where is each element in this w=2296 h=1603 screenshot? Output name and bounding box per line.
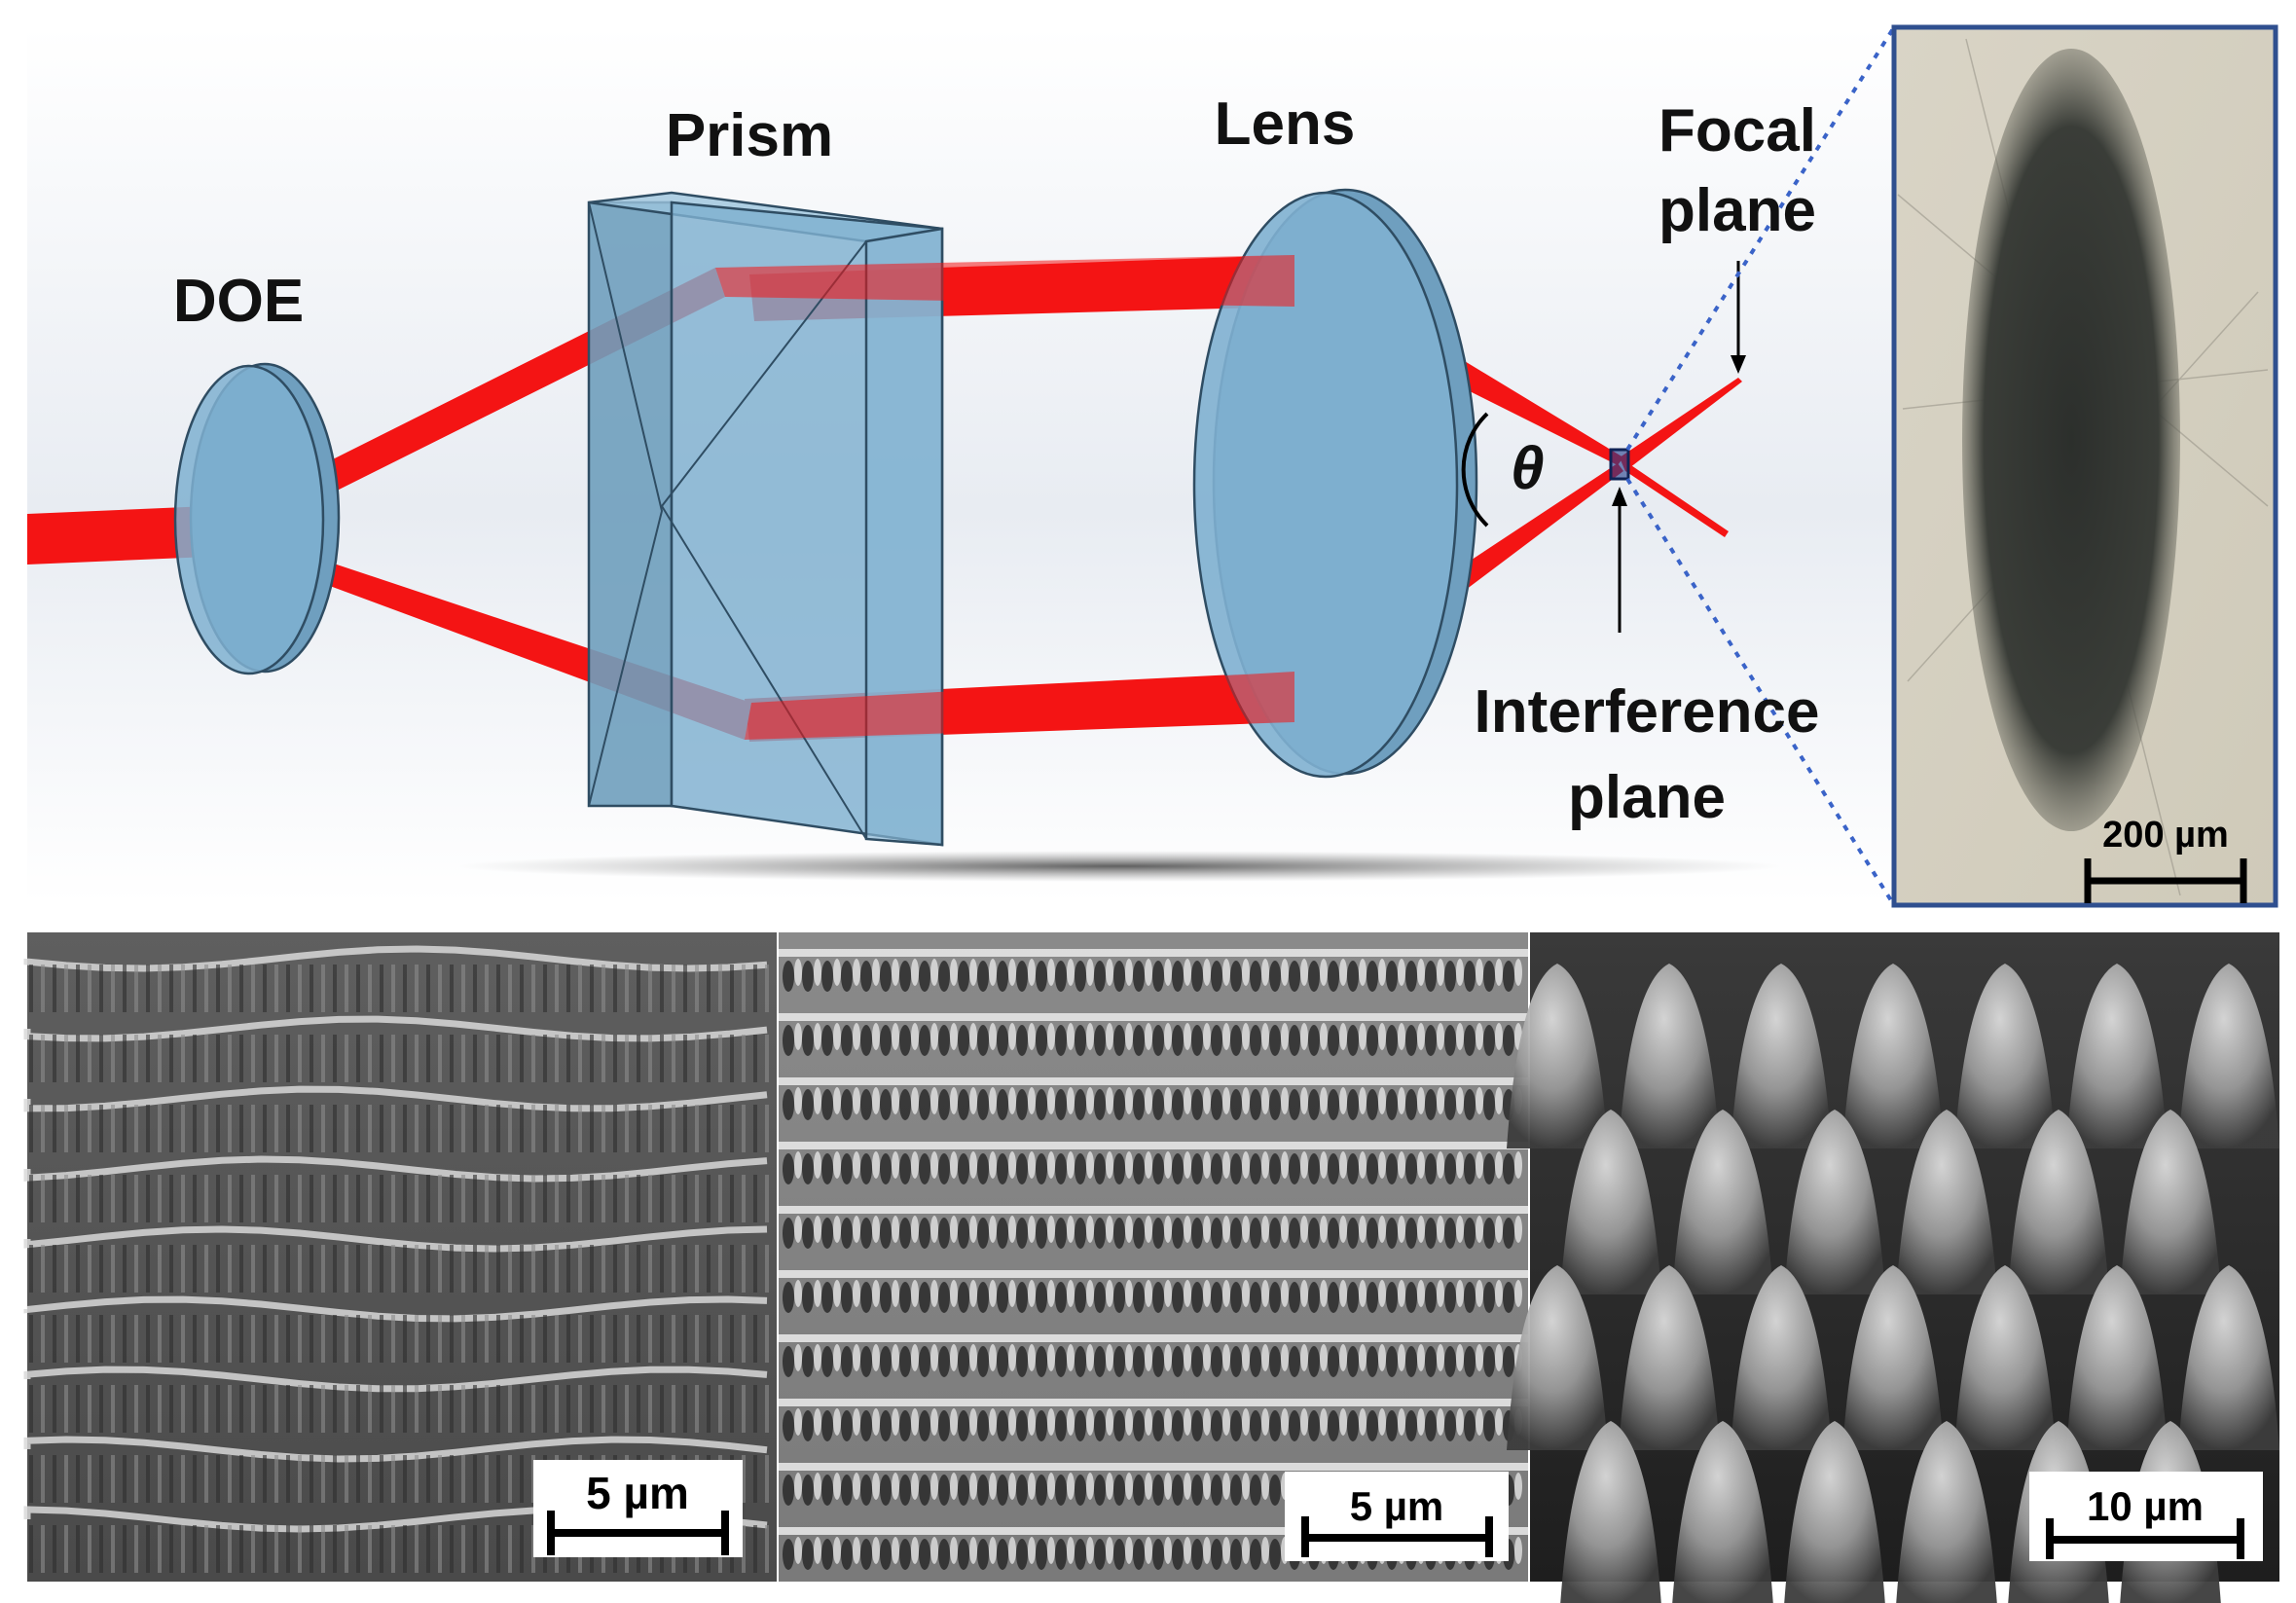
zoom-line-bottom xyxy=(1625,477,1896,907)
sem-right-scalebar-label: 10 µm xyxy=(2087,1483,2204,1529)
focal-beam-up xyxy=(1620,378,1742,471)
inset-scalebar-label: 200 µm xyxy=(2102,815,2229,856)
beam-overlays xyxy=(715,255,1294,740)
optical-micrograph-inset: 200 µm xyxy=(1891,24,2278,908)
sem-middle-scalebar-label: 5 µm xyxy=(1350,1483,1444,1529)
interference-plane-marker xyxy=(1609,448,1630,481)
sem-left-ridges xyxy=(23,945,769,1573)
focal-plane-label-line1: Focal xyxy=(1658,97,1816,164)
theta-label: θ xyxy=(1511,435,1545,502)
prism-element xyxy=(587,191,944,847)
lens-label: Lens xyxy=(1215,91,1356,158)
zoom-line-top xyxy=(1625,25,1896,452)
sem-image-middle: 5 µm xyxy=(779,932,1528,1582)
interference-plane-label-line2: plane xyxy=(1568,764,1726,831)
ground-shadow xyxy=(457,851,1781,882)
doe-element xyxy=(173,362,341,675)
interference-arrow xyxy=(1612,487,1627,633)
inset-scalebar: 200 µm xyxy=(2084,815,2247,903)
focal-beam-down xyxy=(1620,457,1729,537)
interference-plane-label-line1: Interference xyxy=(1475,678,1820,746)
sem-left-scalebar-label: 5 µm xyxy=(586,1468,689,1518)
sem-image-left: 5 µm xyxy=(23,932,777,1582)
lens-element xyxy=(1192,188,1478,779)
prism-label: Prism xyxy=(666,102,833,169)
sem-image-right: 10 µm xyxy=(1507,932,2279,1603)
doe-label: DOE xyxy=(173,268,304,335)
focal-plane-label-line2: plane xyxy=(1658,177,1816,244)
ablation-spot xyxy=(1962,49,2180,831)
theta-arc xyxy=(1461,412,1489,528)
